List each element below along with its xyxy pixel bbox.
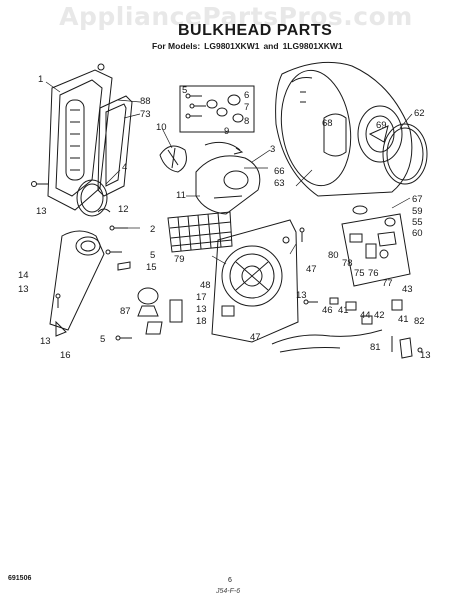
callout-80: 80: [328, 250, 339, 261]
screw-left: [31, 181, 48, 187]
callout-41: 41: [338, 305, 349, 316]
callout-75: 75: [354, 268, 365, 279]
dryer-drum: [275, 61, 413, 197]
callout-9: 9: [224, 126, 229, 137]
callout-68: 68: [322, 118, 333, 129]
small-clips: [97, 208, 131, 271]
callout-3: 3: [270, 144, 275, 155]
callout-59: 59: [412, 206, 423, 217]
callout-60: 60: [412, 228, 423, 239]
callout-41b: 41: [398, 314, 409, 325]
model-number-2: 1LG9801XKW1: [282, 41, 343, 51]
page-number: 6: [228, 577, 232, 584]
callout-13e: 13: [40, 336, 51, 347]
lower-wiring-parts: [271, 297, 413, 359]
callout-10: 10: [156, 122, 167, 133]
callout-78: 78: [342, 258, 353, 269]
felt-seal: [97, 95, 133, 197]
callout-leaders: [45, 81, 413, 265]
callout-44: 44: [360, 310, 371, 321]
callout-4: 4: [122, 162, 127, 173]
callout-43: 43: [402, 284, 413, 295]
callout-42: 42: [374, 310, 385, 321]
callout-16: 16: [60, 350, 71, 361]
callout-12: 12: [118, 204, 129, 215]
callout-14: 14: [18, 270, 29, 281]
hardware-inset-box: [179, 85, 255, 133]
document-number: 691506: [8, 575, 32, 582]
callout-1: 1: [38, 74, 43, 85]
callout-62: 62: [414, 108, 425, 119]
callout-13b: 13: [18, 284, 29, 295]
rear-bulkhead: [211, 219, 299, 343]
callout-13d: 13: [196, 304, 207, 315]
callout-87: 87: [120, 306, 131, 317]
callout-47b: 47: [250, 332, 261, 343]
idler-pulley-parts: [137, 287, 183, 335]
callout-2: 2: [150, 224, 155, 235]
callout-73: 73: [140, 109, 151, 120]
screws-scattered: [55, 227, 423, 353]
callout-5: 5: [182, 85, 187, 96]
callout-46: 46: [322, 305, 333, 316]
callout-47: 47: [306, 264, 317, 275]
callout-labels: 1 88 73 5 6 7 8 9 10 4 13 12 2 79 3 11 6…: [18, 74, 431, 361]
callout-13f: 13: [420, 350, 431, 361]
callout-69: 69: [376, 120, 387, 131]
models-prefix: For Models:: [152, 41, 201, 51]
lint-filter-screen: [167, 211, 233, 253]
callout-88: 88: [140, 96, 151, 107]
callout-11: 11: [176, 190, 186, 201]
callout-81: 81: [370, 342, 381, 353]
callout-76: 76: [368, 268, 379, 279]
callout-17: 17: [196, 292, 207, 303]
callout-6: 6: [244, 90, 249, 101]
callout-15: 15: [146, 262, 157, 273]
page-title: BULKHEAD PARTS: [178, 22, 333, 39]
callout-77: 77: [382, 278, 393, 289]
callout-5b: 5: [150, 250, 155, 261]
blower-assembly: [159, 141, 261, 215]
callout-67: 67: [412, 194, 423, 205]
callout-13c: 13: [296, 290, 307, 301]
callout-48: 48: [200, 280, 211, 291]
callout-13: 13: [36, 206, 47, 217]
callout-8: 8: [244, 116, 249, 127]
handwritten-code: J54-F-6: [216, 588, 241, 595]
callout-79: 79: [174, 254, 185, 265]
front-support-strap: [49, 230, 105, 337]
callout-66: 66: [274, 166, 285, 177]
model-number-1: LG9801XKW1: [204, 41, 260, 51]
ring-seal: [76, 179, 108, 217]
callout-55: 55: [412, 217, 423, 228]
callout-18: 18: [196, 316, 207, 327]
callout-82: 82: [414, 316, 425, 327]
models-joiner: and: [263, 41, 279, 51]
callout-63: 63: [274, 178, 285, 189]
callout-5c: 5: [100, 334, 105, 345]
watermark: AppliancePartsPros.com: [59, 2, 413, 31]
drum-seal-ring: [382, 123, 428, 185]
heater-components: [341, 205, 411, 287]
callout-7: 7: [244, 102, 249, 113]
